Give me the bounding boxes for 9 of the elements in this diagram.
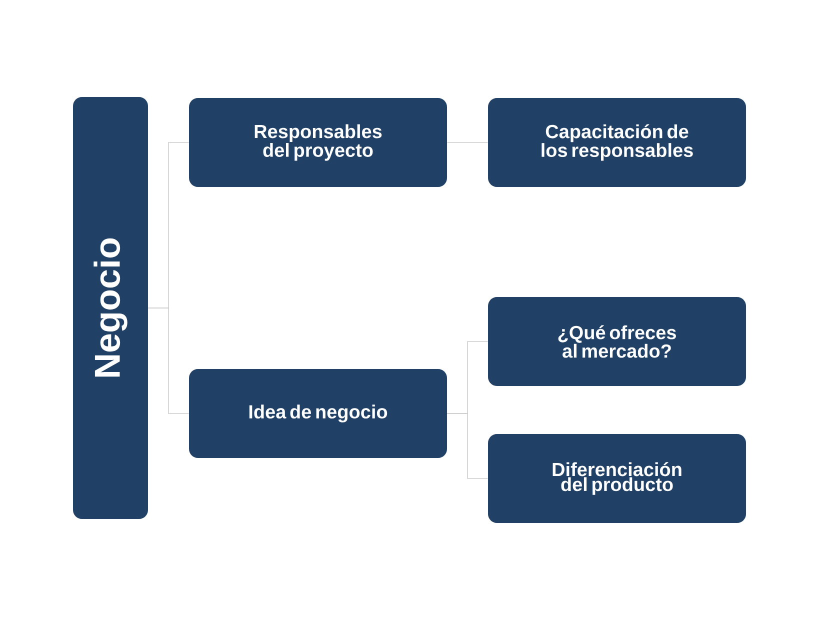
connector-line [446,413,488,479]
topic-box: ¿Qué ofreces al mercado? [488,297,746,386]
connector-line [446,142,488,143]
connector-line [148,308,190,414]
topic-box: Capacitación de los responsables [488,98,746,187]
topic-box: Idea de negocio [189,369,447,458]
topic-box: Diferenciación del producto [488,434,746,523]
topic-box: Responsables del proyecto [189,98,447,187]
title-bar: Negocio [73,97,148,519]
